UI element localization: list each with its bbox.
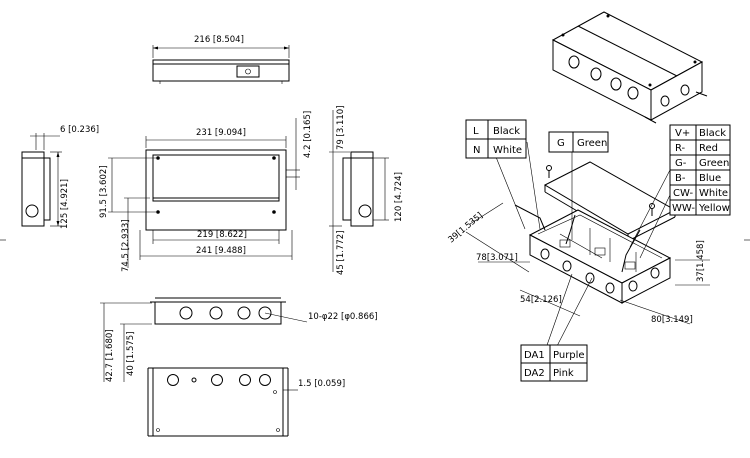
dim-iso-78: 78[3.071] (476, 253, 518, 263)
color-vplus: Black (699, 128, 726, 139)
dim-216: 216 [8.504] (194, 35, 244, 45)
color-da1: Purple (553, 350, 585, 361)
color-da2: Pink (553, 368, 574, 379)
dim-91-5: 91.5 [3.602] (99, 165, 109, 218)
terminal-l: L (473, 126, 479, 137)
dim-45: 45 [1.772] (336, 231, 346, 275)
dim-40: 40 [1.575] (126, 332, 136, 376)
terminal-da1: DA1 (524, 350, 545, 361)
output-wire-table: V+ Black R- Red G- Green B- Blue CW- Whi… (669, 124, 731, 216)
terminal-g: G (557, 138, 565, 149)
dim-120: 120 [4.724] (394, 172, 404, 222)
dim-4-2: 4.2 [0.165] (303, 111, 313, 158)
color-g: Green (577, 138, 607, 149)
dim-iso-37: 37[1.458] (696, 240, 706, 282)
left-side-view: 6 [0.236] 125 [4.921] (21, 125, 99, 229)
dim-1-5: 1.5 [0.059] (298, 379, 345, 389)
dim-79: 79 [3.110] (336, 106, 346, 150)
dim-241: 241 [9.488] (196, 246, 246, 256)
dim-231: 231 [9.094] (196, 128, 246, 138)
dim-iso-54: 54[2.126] (520, 295, 562, 305)
terminal-cw: CW- (673, 188, 693, 199)
terminal-r: R- (675, 143, 686, 154)
top-view: 216 [8.504] (152, 35, 290, 84)
dim-125: 125 [4.921] (60, 179, 70, 229)
isometric-closed-box (551, 11, 708, 124)
dim-219: 219 [8.622] (197, 230, 247, 240)
terminal-vplus: V+ (675, 128, 690, 139)
dali-wire-table: DA1 Purple DA2 Pink (520, 344, 588, 382)
terminal-n: N (473, 145, 480, 156)
bottom-view: 1.5 [0.059] (147, 367, 345, 437)
dim-hole: 10-φ22 [φ0.866] (308, 312, 378, 322)
dim-42-7: 42.7 [1.680] (105, 329, 115, 382)
terminal-ww: WW- (672, 203, 695, 214)
color-r: Red (699, 143, 718, 154)
line-wire-table: L Black N White (465, 119, 527, 159)
front-view: 231 [9.094] 219 [8.622] 241 [9.488] 91.5… (99, 111, 313, 272)
terminal-g-minus: G- (675, 158, 687, 169)
right-side-view: 79 [3.110] 45 [1.772] 120 [4.724] (329, 106, 404, 275)
hole-side-view: 10-φ22 [φ0.866] 42.7 [1.680] 40 [1.575] (100, 297, 378, 382)
color-l: Black (493, 126, 520, 137)
dim-74-5: 74.5 [2.933] (121, 219, 131, 272)
isometric-open-box (514, 161, 677, 304)
terminal-window (236, 65, 260, 78)
color-ww: Yellow (698, 203, 730, 214)
terminal-b: B- (675, 173, 686, 184)
terminal-da2: DA2 (524, 368, 545, 379)
color-n: White (493, 145, 522, 156)
color-b: Blue (699, 173, 721, 184)
dim-6: 6 [0.236] (60, 125, 99, 135)
color-cw: White (699, 188, 728, 199)
ground-wire-table: G Green (548, 131, 609, 153)
color-g-minus: Green (699, 158, 729, 169)
dim-iso-80: 80[3.149] (651, 315, 693, 325)
